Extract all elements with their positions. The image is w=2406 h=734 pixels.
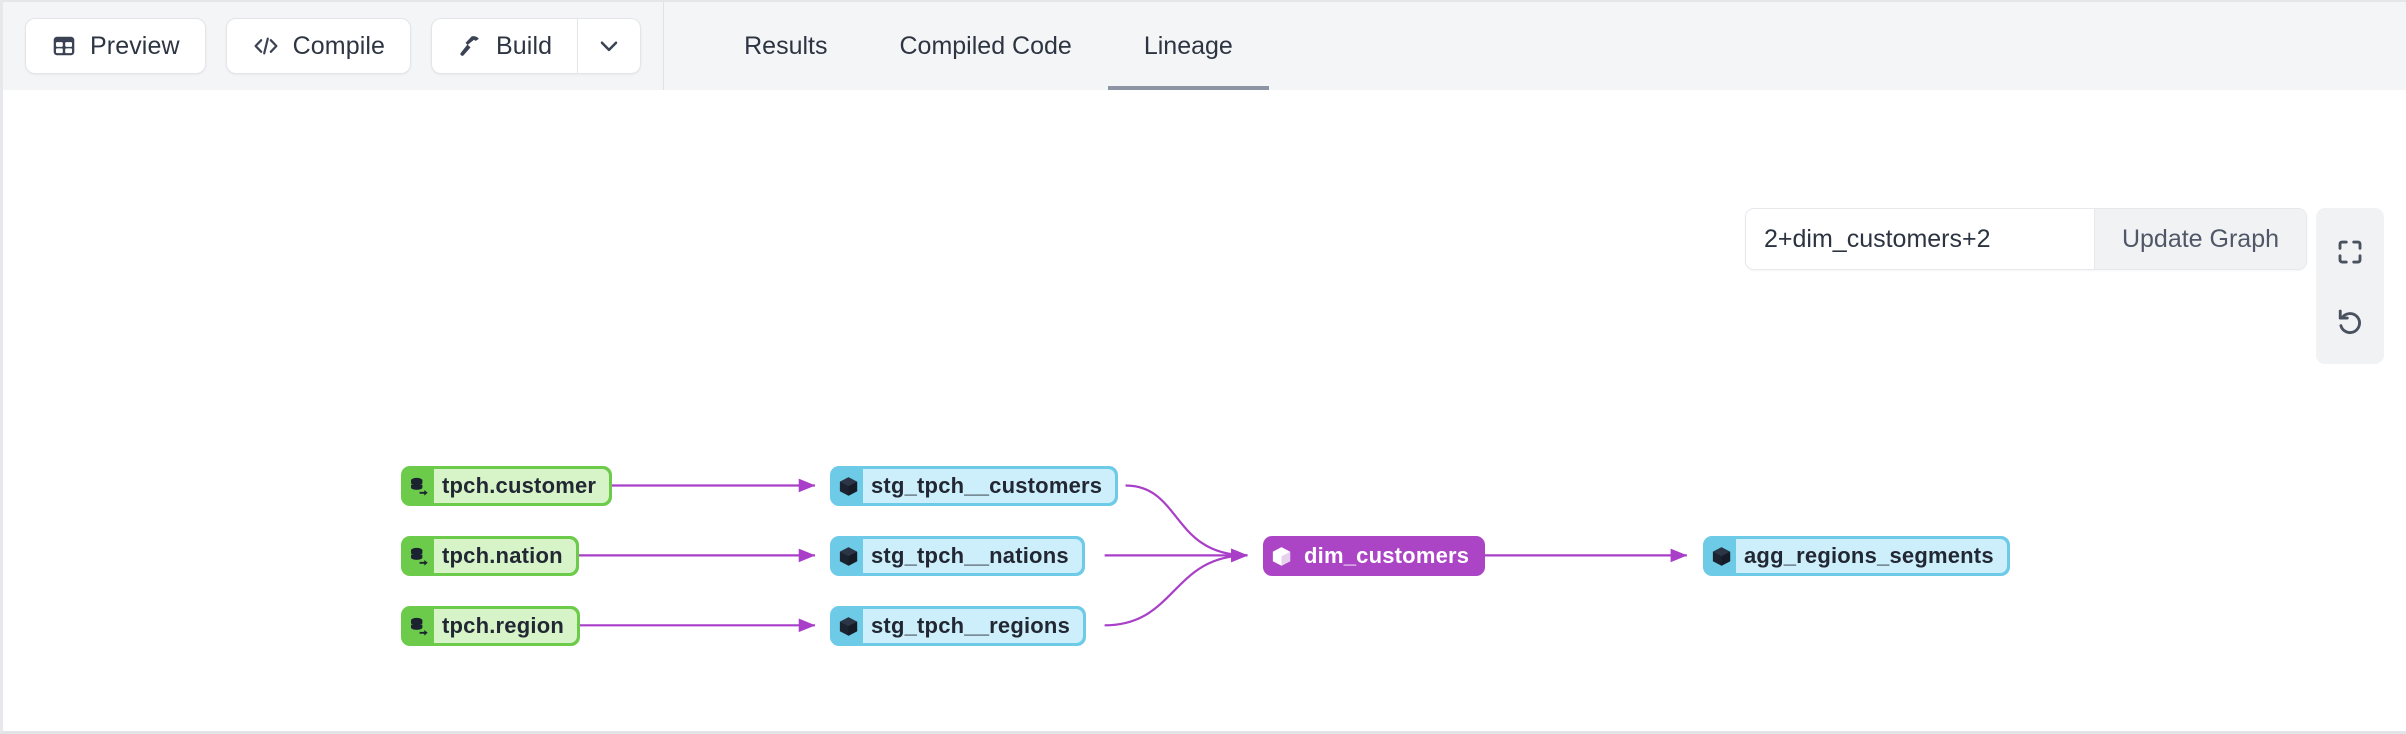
update-graph-button[interactable]: Update Graph bbox=[2094, 209, 2306, 269]
lineage-node-label: tpch.customer bbox=[434, 469, 610, 503]
chevron-down-icon bbox=[596, 33, 622, 59]
preview-button[interactable]: Preview bbox=[25, 18, 206, 74]
reset-graph-button[interactable] bbox=[2316, 286, 2384, 354]
graph-selector-controls: Update Graph bbox=[1745, 208, 2307, 270]
database-source-icon bbox=[404, 539, 434, 573]
build-button[interactable]: Build bbox=[432, 19, 577, 73]
compile-button[interactable]: Compile bbox=[225, 18, 412, 74]
lineage-node-label: stg_tpch__nations bbox=[863, 539, 1082, 573]
lineage-node-label: agg_regions_segments bbox=[1736, 539, 2007, 573]
lineage-nodes: tpch.customer tpch.nation bbox=[3, 90, 2406, 731]
editor-toolbar: Preview Compile bbox=[3, 0, 2406, 91]
toolbar-button-group: Preview Compile bbox=[25, 18, 642, 74]
lineage-node-agg-regions-segments[interactable]: agg_regions_segments bbox=[1703, 536, 2010, 576]
build-divider bbox=[577, 19, 579, 73]
tab-compiled-code-label: Compiled Code bbox=[899, 31, 1072, 60]
tab-results[interactable]: Results bbox=[708, 1, 863, 91]
lineage-node-stg-tpch-customers[interactable]: stg_tpch__customers bbox=[830, 466, 1119, 506]
cube-model-icon bbox=[1706, 539, 1736, 573]
code-brackets-icon bbox=[252, 33, 280, 59]
cube-model-icon bbox=[1266, 539, 1296, 573]
result-tabs: Results Compiled Code Lineage bbox=[664, 1, 1269, 91]
lineage-node-label: dim_customers bbox=[1304, 543, 1470, 568]
lineage-node-stg-tpch-regions[interactable]: stg_tpch__regions bbox=[830, 606, 1087, 646]
hammer-icon bbox=[457, 33, 483, 59]
compile-button-label: Compile bbox=[292, 31, 386, 60]
graph-selector-input[interactable] bbox=[1746, 209, 2094, 269]
database-source-icon bbox=[404, 609, 434, 643]
lineage-node-label: stg_tpch__customers bbox=[863, 469, 1116, 503]
fullscreen-button[interactable] bbox=[2316, 218, 2384, 286]
table-grid-icon bbox=[51, 33, 77, 59]
build-button-label: Build bbox=[496, 31, 553, 60]
edge-stg-regions-to-dim-customers bbox=[1104, 548, 1248, 627]
edge-stg-customers-to-dim-customers bbox=[1125, 484, 1248, 563]
reset-rotate-ccw-icon bbox=[2335, 305, 2365, 335]
build-dropdown-toggle[interactable] bbox=[578, 19, 640, 73]
fullscreen-expand-icon bbox=[2335, 237, 2365, 267]
cube-model-icon bbox=[833, 469, 863, 503]
lineage-canvas[interactable]: tpch.customer tpch.nation bbox=[3, 90, 2406, 731]
toolbar-divider bbox=[663, 1, 665, 91]
lineage-node-label: stg_tpch__regions bbox=[863, 609, 1084, 643]
database-source-icon bbox=[404, 469, 434, 503]
tab-lineage[interactable]: Lineage bbox=[1107, 1, 1269, 91]
lineage-node-dim-customers[interactable]: dim_customers bbox=[1263, 536, 1486, 576]
tab-lineage-label: Lineage bbox=[1143, 31, 1233, 60]
lineage-node-label: tpch.nation bbox=[434, 539, 576, 573]
lineage-node-tpch-region[interactable]: tpch.region bbox=[401, 606, 580, 646]
build-split-button: Build bbox=[431, 18, 642, 74]
lineage-node-tpch-nation[interactable]: tpch.nation bbox=[401, 536, 579, 576]
tab-compiled-code[interactable]: Compiled Code bbox=[864, 1, 1108, 91]
lineage-node-stg-tpch-nations[interactable]: stg_tpch__nations bbox=[830, 536, 1085, 576]
lineage-node-label: tpch.region bbox=[434, 609, 577, 643]
preview-button-label: Preview bbox=[90, 31, 180, 60]
cube-model-icon bbox=[833, 539, 863, 573]
tab-results-label: Results bbox=[744, 31, 828, 60]
lineage-node-tpch-customer[interactable]: tpch.customer bbox=[401, 466, 613, 506]
cube-model-icon bbox=[833, 609, 863, 643]
graph-side-tools bbox=[2316, 208, 2384, 364]
